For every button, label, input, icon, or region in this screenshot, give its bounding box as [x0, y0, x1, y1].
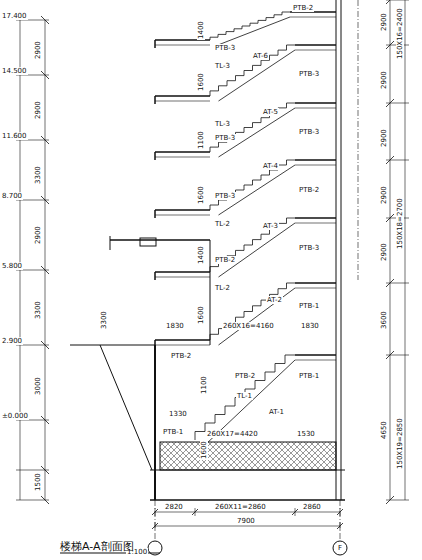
- callout-label: 14.500: [1, 67, 28, 75]
- dimension-text: 1100: [197, 130, 205, 150]
- callout-label: PTB-2: [214, 256, 236, 264]
- callout-label: AT-6: [252, 52, 269, 60]
- callout-label: AT-2: [266, 296, 283, 304]
- callout-label: PTB-3: [298, 128, 320, 136]
- dimension-text: 3600: [380, 310, 388, 330]
- callout-label: PTB-3: [214, 134, 236, 142]
- dimension-text: 150X19=2850: [396, 417, 404, 470]
- dimension-text: 1400: [197, 20, 205, 40]
- callout-label: PTB-1: [162, 428, 184, 436]
- dimension-text: 4650: [380, 420, 388, 440]
- dimension-text: 1600: [197, 72, 205, 92]
- dimension-text: 2900: [380, 242, 388, 262]
- callout-label: PTB-1: [298, 302, 320, 310]
- dimension-text: 2900: [34, 225, 42, 245]
- callout-label: 11.600: [1, 132, 28, 140]
- callout-label: PTB-2: [298, 186, 320, 194]
- callout-label: PTB-3: [214, 192, 236, 200]
- drawing-title: 楼梯A-A剖面图: [60, 539, 134, 554]
- dimension-text: 2900: [34, 40, 42, 60]
- dimension-text: 1600: [197, 305, 205, 325]
- callout-label: PTB-3: [298, 70, 320, 78]
- callout-label: ±0.000: [1, 412, 29, 420]
- callout-label: 8.700: [1, 192, 23, 200]
- dimension-text: 150X18=2700: [396, 197, 404, 250]
- callout-label: 1830: [300, 322, 320, 330]
- callout-label: 2860: [302, 503, 322, 511]
- dimension-text: 2900: [380, 128, 388, 148]
- callout-label: 260X16=4160: [222, 322, 275, 330]
- dimension-text: 1400: [197, 245, 205, 265]
- dimension-text: 1100: [200, 375, 208, 395]
- callout-label: 260X17=4420: [206, 430, 259, 438]
- dimension-text: 3300: [34, 165, 42, 185]
- callout-label: TL-2: [214, 220, 231, 228]
- callout-label: 1830: [165, 322, 185, 330]
- callout-label: 5.800: [1, 262, 23, 270]
- callout-label: PTB-2: [234, 372, 256, 380]
- callout-label: PTB-2: [292, 4, 314, 12]
- callout-label: TL-1: [236, 392, 253, 400]
- dimension-text: 3000: [34, 376, 42, 396]
- callout-label: AT-3: [262, 222, 279, 230]
- dimension-text: 2900: [380, 12, 388, 32]
- dimension-text: 1600: [200, 440, 208, 460]
- callout-label: 7900: [236, 517, 256, 525]
- callout-label: 17.400: [1, 12, 28, 20]
- callout-label: F: [337, 544, 343, 552]
- callout-label: AT-1: [268, 408, 285, 416]
- callout-label: AT-5: [262, 108, 279, 116]
- callout-label: AT-4: [262, 162, 279, 170]
- dimension-text: 3300: [34, 300, 42, 320]
- callout-label: PTB-2: [170, 352, 192, 360]
- callout-label: PTB-3: [298, 244, 320, 252]
- dimension-text: 2900: [34, 100, 42, 120]
- dimension-text: 1500: [34, 472, 42, 492]
- dimension-text: 2900: [380, 70, 388, 90]
- callout-label: PTB-3: [214, 44, 236, 52]
- dimension-text: 1600: [197, 185, 205, 205]
- dimension-text: 2900: [380, 185, 388, 205]
- dimension-text: 3300: [100, 310, 108, 330]
- callout-label: PTB-1: [298, 372, 320, 380]
- callout-label: 260X11=2860: [214, 503, 267, 511]
- callout-label: 1330: [168, 410, 188, 418]
- callout-label: TL-3: [214, 62, 231, 70]
- dimension-text: 150X16=2400: [396, 7, 404, 60]
- callout-label: 2.900: [1, 337, 23, 345]
- callout-label: TL-2: [214, 284, 231, 292]
- callout-label: TL-3: [214, 120, 231, 128]
- callout-label: 2820: [164, 503, 184, 511]
- callout-label: 1530: [296, 430, 316, 438]
